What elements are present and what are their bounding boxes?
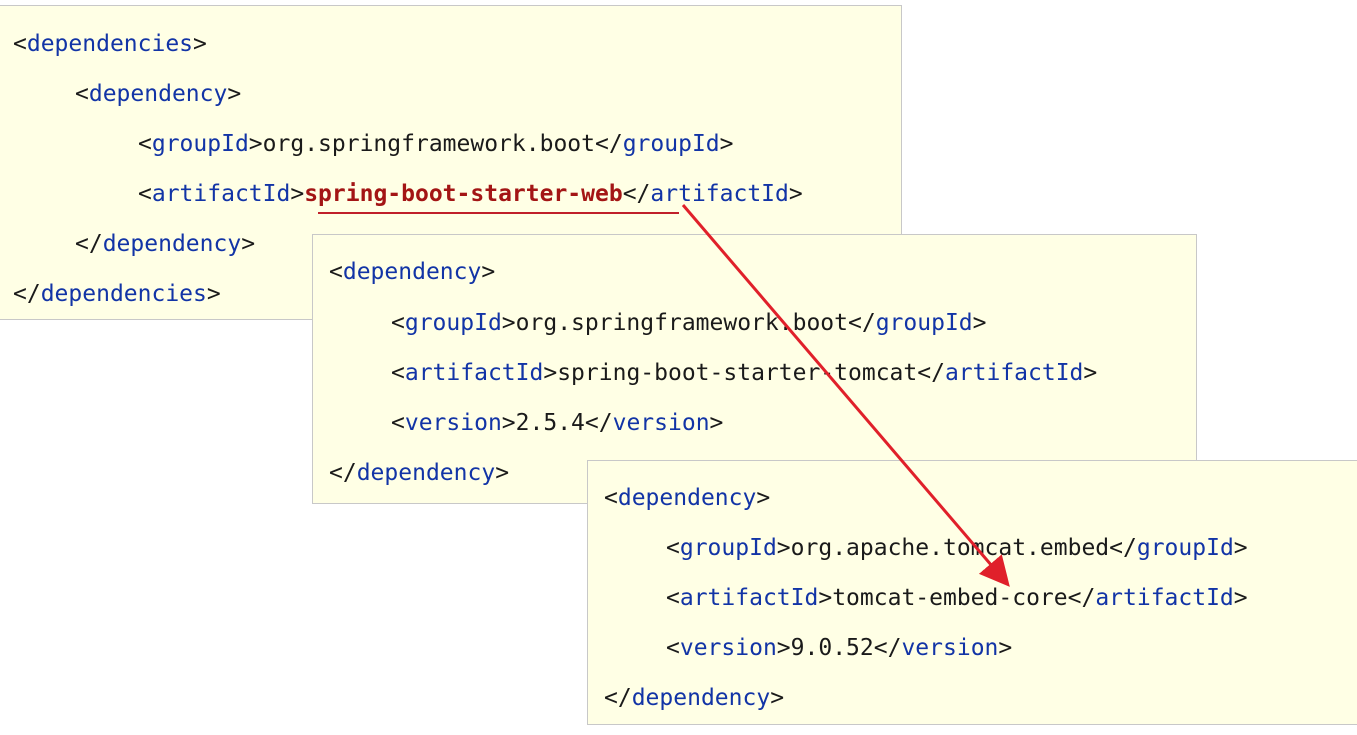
tag-name: artifactId bbox=[151, 181, 291, 207]
bracket-close: > bbox=[290, 181, 305, 207]
tag-value: tomcat-embed-core bbox=[832, 585, 1068, 611]
tag-name: dependency bbox=[342, 259, 482, 285]
bracket-open: < bbox=[666, 585, 680, 611]
bracket-close: > bbox=[248, 131, 263, 157]
tag-value: 2.5.4 bbox=[515, 410, 585, 436]
bracket-open: < bbox=[329, 259, 343, 285]
tag-name: dependencies bbox=[40, 281, 207, 307]
closing-tag-name: artifactId bbox=[944, 360, 1084, 386]
bracket-open: < bbox=[75, 81, 89, 107]
tag-name: groupId bbox=[151, 131, 249, 157]
tag-value: spring-boot-starter-tomcat bbox=[557, 360, 918, 386]
code-panel-spring-boot-starter-tomcat: <dependency> <groupId>org.springframewor… bbox=[312, 234, 1197, 504]
code-line: <version>9.0.52</version> bbox=[588, 631, 1012, 665]
bracket-open: < bbox=[391, 310, 405, 336]
bracket-close: > bbox=[227, 81, 242, 107]
highlighted-artifact-value: spring-boot-starter-web bbox=[304, 181, 623, 207]
bracket-open: </ bbox=[873, 635, 902, 661]
tag-name: artifactId bbox=[679, 585, 819, 611]
bracket-open: </ bbox=[604, 685, 632, 711]
code-line: <dependency> bbox=[0, 77, 241, 111]
bracket-open: </ bbox=[1109, 535, 1137, 561]
bracket-close: > bbox=[776, 635, 791, 661]
bracket-open: </ bbox=[595, 131, 623, 157]
bracket-open: </ bbox=[622, 181, 651, 207]
bracket-close: > bbox=[1233, 585, 1248, 611]
code-line: <groupId>org.apache.tomcat.embed</groupI… bbox=[588, 531, 1248, 565]
tag-name: version bbox=[404, 410, 502, 436]
code-line: <artifactId>spring-boot-starter-web</art… bbox=[0, 177, 803, 211]
bracket-open: </ bbox=[75, 231, 103, 257]
code-panel-tomcat-embed-core: <dependency> <groupId>org.apache.tomcat.… bbox=[587, 460, 1357, 725]
bracket-close: > bbox=[193, 31, 207, 57]
bracket-close: > bbox=[719, 131, 734, 157]
code-line: <version>2.5.4</version> bbox=[313, 406, 723, 440]
closing-tag-name: groupId bbox=[875, 310, 973, 336]
bracket-open: < bbox=[138, 131, 152, 157]
bracket-open: </ bbox=[584, 410, 613, 436]
bracket-open: < bbox=[604, 485, 618, 511]
tag-name: groupId bbox=[679, 535, 777, 561]
bracket-close: > bbox=[241, 231, 256, 257]
bracket-open: </ bbox=[1067, 585, 1096, 611]
tag-name: dependency bbox=[102, 231, 242, 257]
tag-value: org.apache.tomcat.embed bbox=[790, 535, 1110, 561]
bracket-open: < bbox=[391, 410, 405, 436]
bracket-open: < bbox=[13, 31, 27, 57]
code-line: <artifactId>spring-boot-starter-tomcat</… bbox=[313, 356, 1097, 390]
bracket-open: </ bbox=[917, 360, 945, 386]
tag-value: org.springframework.boot bbox=[515, 310, 848, 336]
tag-name: dependencies bbox=[26, 31, 194, 57]
closing-tag-name: version bbox=[901, 635, 999, 661]
bracket-open: < bbox=[666, 535, 680, 561]
bracket-close: > bbox=[770, 685, 785, 711]
code-line: </dependencies> bbox=[0, 277, 221, 311]
bracket-close: > bbox=[776, 535, 791, 561]
tag-name: groupId bbox=[404, 310, 502, 336]
bracket-close: > bbox=[481, 259, 496, 285]
bracket-open: < bbox=[666, 635, 680, 661]
tag-value: org.springframework.boot bbox=[262, 131, 595, 157]
tag-name: artifactId bbox=[404, 360, 544, 386]
code-line: <dependency> bbox=[588, 481, 770, 515]
code-line: </dependency> bbox=[588, 681, 784, 715]
closing-tag-name: groupId bbox=[1136, 535, 1234, 561]
bracket-open: < bbox=[138, 181, 152, 207]
code-line: </dependency> bbox=[0, 227, 255, 261]
bracket-close: > bbox=[709, 410, 724, 436]
bracket-close: > bbox=[501, 410, 516, 436]
bracket-close: > bbox=[972, 310, 987, 336]
tag-name: version bbox=[679, 635, 777, 661]
bracket-close: > bbox=[818, 585, 833, 611]
closing-tag-name: version bbox=[612, 410, 710, 436]
bracket-close: > bbox=[495, 460, 510, 486]
bracket-close: > bbox=[756, 485, 771, 511]
tag-name: dependency bbox=[631, 685, 771, 711]
tag-name: dependency bbox=[356, 460, 496, 486]
closing-tag-name: artifactId bbox=[650, 181, 789, 207]
code-line: <dependency> bbox=[313, 255, 495, 289]
bracket-open: </ bbox=[329, 460, 357, 486]
tag-value: 9.0.52 bbox=[790, 635, 874, 661]
bracket-close: > bbox=[543, 360, 558, 386]
bracket-close: > bbox=[501, 310, 516, 336]
tag-name: dependency bbox=[88, 81, 228, 107]
bracket-open: </ bbox=[13, 281, 41, 307]
bracket-open: < bbox=[391, 360, 405, 386]
tag-name: dependency bbox=[617, 485, 757, 511]
bracket-close: > bbox=[206, 281, 221, 307]
code-line: <groupId>org.springframework.boot</group… bbox=[313, 306, 987, 340]
bracket-close: > bbox=[998, 635, 1013, 661]
code-line: <artifactId>tomcat-embed-core</artifactI… bbox=[588, 581, 1248, 615]
closing-tag-name: groupId bbox=[622, 131, 720, 157]
bracket-open: </ bbox=[848, 310, 876, 336]
code-line: <dependencies> bbox=[0, 27, 207, 61]
bracket-close: > bbox=[1233, 535, 1248, 561]
closing-tag-name: artifactId bbox=[1095, 585, 1234, 611]
bracket-close: > bbox=[1083, 360, 1098, 386]
code-line: </dependency> bbox=[313, 456, 509, 490]
code-line: <groupId>org.springframework.boot</group… bbox=[0, 127, 734, 161]
bracket-close: > bbox=[788, 181, 803, 207]
